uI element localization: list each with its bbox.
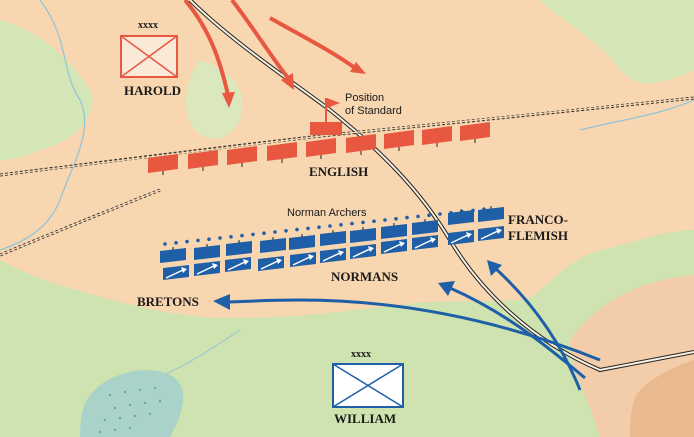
- english-unit: [346, 134, 376, 155]
- english-unit: [267, 142, 297, 163]
- archer-dot: [339, 223, 343, 227]
- standard-label-line1: Position: [345, 92, 385, 104]
- norman-infantry-unit: [260, 237, 286, 253]
- norman-cavalry-unit: [412, 235, 438, 250]
- norman-infantry-unit: [194, 244, 220, 260]
- archer-dot: [416, 214, 420, 219]
- norman-infantry-unit: [160, 247, 186, 263]
- norman-cavalry-unit: [225, 257, 251, 272]
- harold-unit-size: xxxx: [138, 20, 158, 31]
- norman-cavalry-unit: [478, 226, 504, 241]
- archer-dot: [295, 227, 299, 232]
- norman-cavalry-unit: [320, 248, 346, 263]
- franco-flemish-label: FRANCO- FLEMISH: [508, 212, 568, 244]
- stream-west: [0, 0, 86, 251]
- norman-infantry-unit: [381, 223, 407, 239]
- norman-cavalry-unit: [163, 265, 189, 280]
- english-unit: [422, 126, 452, 147]
- harold-command-symbol: [120, 35, 178, 78]
- english-unit: [460, 122, 490, 143]
- norman-infantry-unit: [289, 234, 315, 250]
- norman-infantry-unit: [350, 227, 376, 243]
- archer-dot: [240, 233, 244, 238]
- main-road: [188, 0, 694, 373]
- norman-cavalry: [163, 226, 504, 280]
- english-unit: [148, 154, 178, 175]
- norman-cavalry-unit: [381, 239, 407, 254]
- norman-cavalry-unit: [194, 261, 220, 276]
- english-advance-arrows: [183, 0, 357, 96]
- english-arrowheads: [222, 62, 366, 108]
- archer-dot: [262, 231, 266, 235]
- archer-dot: [394, 217, 398, 221]
- norman-infantry-unit: [478, 206, 504, 222]
- bretons-label: BRETONS: [137, 294, 199, 309]
- archer-dot: [229, 235, 233, 239]
- archer-dot: [317, 225, 321, 229]
- archer-dot: [383, 218, 387, 222]
- archer-dot: [174, 241, 178, 245]
- archer-dot: [284, 229, 288, 233]
- hill-se-top: [630, 360, 694, 437]
- norman-infantry-unit: [320, 230, 346, 246]
- norman-infantry: [160, 206, 504, 263]
- norman-arrowheads: [213, 260, 502, 310]
- archer-dot: [306, 226, 310, 231]
- norman-cavalry-unit: [448, 230, 474, 245]
- english-label: ENGLISH: [309, 164, 369, 179]
- archer-dot: [207, 237, 211, 241]
- norman-archers: [163, 207, 486, 246]
- norman-advance-arrows: [227, 266, 601, 391]
- harold-label: HAROLD: [124, 83, 182, 98]
- archer-dot: [251, 232, 255, 237]
- green-patch-w: [0, 20, 93, 160]
- william-label: WILLIAM: [334, 411, 397, 426]
- norman-infantry-unit: [226, 240, 252, 256]
- archer-dot: [328, 224, 332, 228]
- english-unit: [306, 138, 336, 159]
- archer-dot: [427, 213, 431, 217]
- archer-dot: [185, 239, 189, 244]
- franco-label-line2: FLEMISH: [508, 228, 568, 243]
- archer-dot: [350, 221, 354, 226]
- archer-dot: [218, 236, 222, 240]
- standard-label: Position of Standard: [345, 92, 402, 118]
- green-patch-center: [185, 60, 243, 139]
- norman-cavalry-unit: [258, 256, 284, 271]
- archer-dot: [361, 220, 365, 225]
- english-unit: [227, 146, 257, 167]
- archers-label: Norman Archers: [287, 207, 367, 219]
- archer-dot: [273, 230, 277, 234]
- english-unit: [188, 150, 218, 171]
- english-unit: [384, 130, 414, 151]
- norman-infantry-unit: [412, 219, 438, 235]
- norman-cavalry-unit: [350, 244, 376, 259]
- norman-infantry-unit: [448, 209, 474, 225]
- english-shield-wall: [148, 122, 490, 175]
- franco-label-line1: FRANCO-: [508, 212, 568, 227]
- archer-dot: [405, 215, 409, 220]
- archer-dot: [196, 238, 200, 243]
- archer-dot: [438, 212, 442, 216]
- ridge-terrain: [0, 0, 694, 318]
- norman-cavalry-unit: [290, 252, 316, 267]
- archer-dot: [372, 219, 376, 223]
- standard-flag: [310, 98, 342, 135]
- william-unit-size: xxxx: [351, 349, 371, 360]
- william-command-symbol: [332, 363, 404, 408]
- stream-east: [579, 99, 694, 131]
- archer-dot: [163, 242, 167, 246]
- marsh-dots: [98, 386, 162, 434]
- normans-label: NORMANS: [331, 269, 399, 284]
- standard-label-line2: of Standard: [345, 105, 402, 117]
- green-patch-ne: [540, 0, 694, 84]
